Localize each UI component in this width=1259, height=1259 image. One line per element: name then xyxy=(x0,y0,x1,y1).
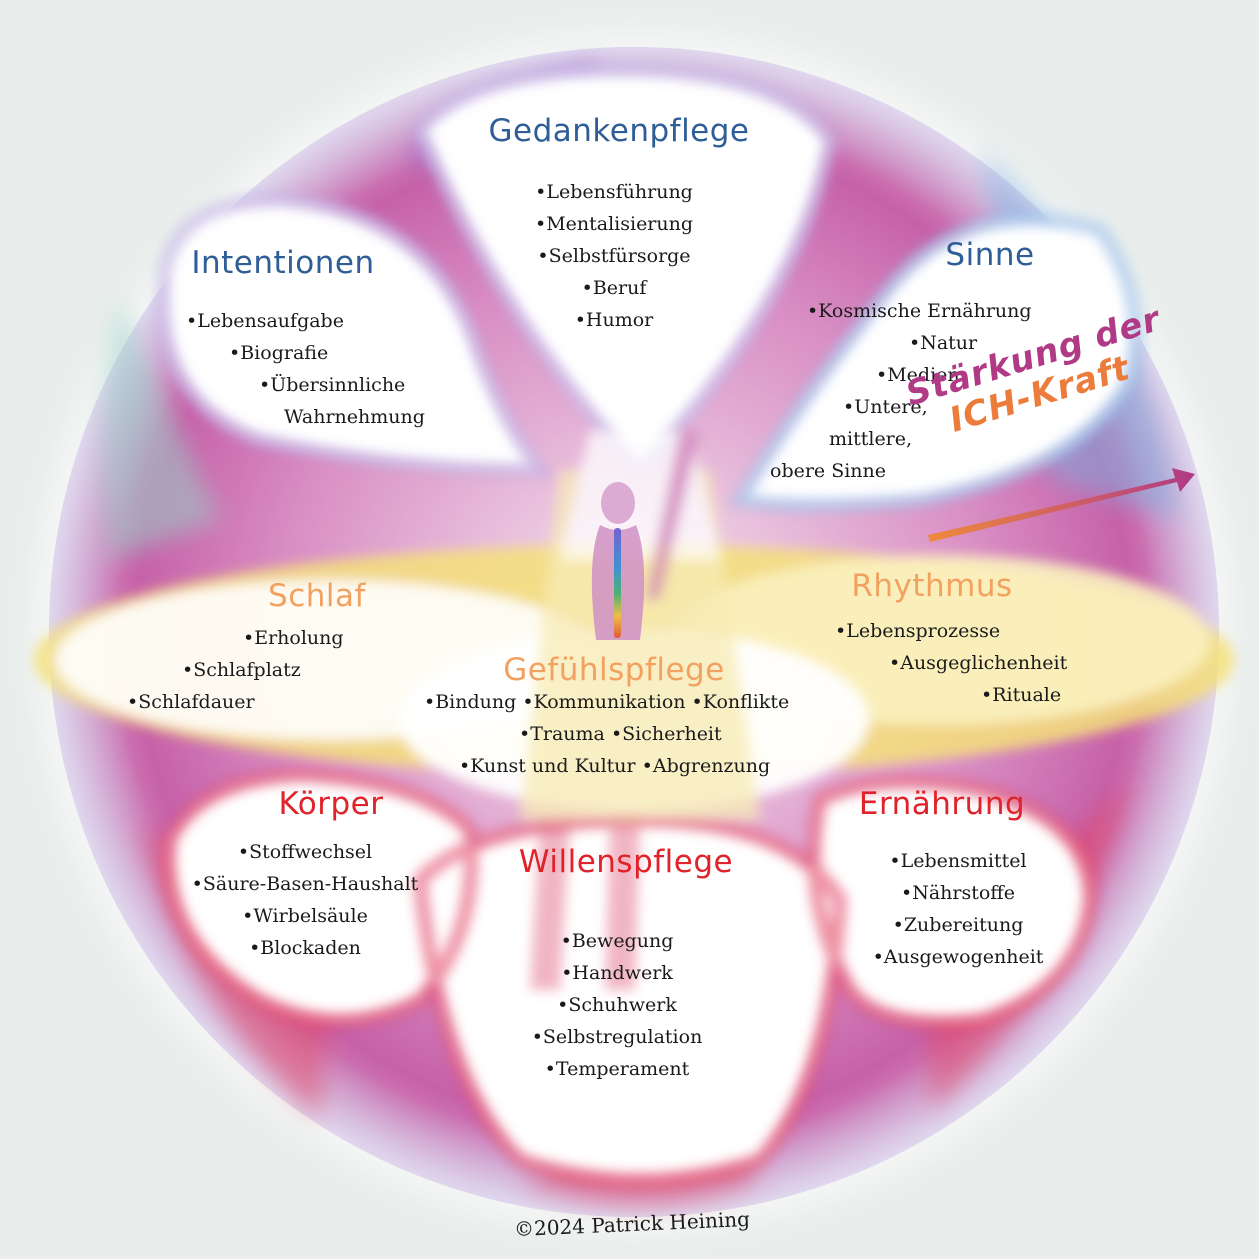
list-willenspflege: Bewegung Handwerk Schuhwerk Selbstregula… xyxy=(532,925,703,1085)
list-item: Temperament xyxy=(532,1053,703,1085)
list-koerper: Stoffwechsel Säure-Basen-Haushalt Wirbel… xyxy=(192,836,419,964)
list-item: mittlere, xyxy=(829,428,913,450)
list-item: Wirbelsäule xyxy=(192,900,419,932)
title-willenspflege: Willenspflege xyxy=(518,844,734,880)
list-item: •Sicherheit xyxy=(610,723,722,745)
list-item: obere Sinne xyxy=(770,460,887,482)
petal-intentionen xyxy=(163,200,540,470)
list-item: Säure-Basen-Haushalt xyxy=(192,868,418,900)
list-item: Medien xyxy=(876,359,959,391)
list-item: Biografie xyxy=(229,337,328,369)
list-item: Bewegung xyxy=(532,925,703,957)
list-item: Selbstfürsorge xyxy=(535,240,693,272)
list-item: Lebensaufgabe xyxy=(186,305,344,337)
list-item: Lebensmittel xyxy=(873,845,1044,877)
list-item: Schlafplatz xyxy=(182,654,301,686)
list-item: •Kunst und Kultur xyxy=(459,755,636,777)
list-item: Rituale xyxy=(981,679,1061,711)
list-item: Übersinnliche xyxy=(259,369,405,401)
list-item: Humor xyxy=(535,304,693,336)
title-ernaehrung: Ernährung xyxy=(858,786,1026,822)
list-item: Lebensprozesse xyxy=(835,615,1000,647)
title-koerper: Körper xyxy=(278,786,384,822)
list-item: Stoffwechsel xyxy=(192,836,419,868)
row-gefuehlspflege-1: •Bindung •Kommunikation •Konflikte xyxy=(424,686,789,718)
list-item: Zubereitung xyxy=(873,909,1044,941)
list-item: Wahrnehmung xyxy=(284,406,425,428)
list-item: Nährstoffe xyxy=(873,877,1044,909)
title-rhythmus: Rhythmus xyxy=(851,568,1013,604)
list-item: Selbstregulation xyxy=(532,1021,702,1053)
row-gefuehlspflege-3: •Kunst und Kultur •Abgrenzung xyxy=(459,750,770,782)
list-item: •Kommunikation xyxy=(522,691,686,713)
title-intentionen: Intentionen xyxy=(191,245,375,281)
list-item: Schlafdauer xyxy=(127,686,254,718)
list-item: Handwerk xyxy=(532,957,703,989)
list-gedankenpflege: Lebensführung Mentalisierung Selbstfürso… xyxy=(535,176,693,336)
title-schlaf: Schlaf xyxy=(268,578,366,614)
list-item: •Abgrenzung xyxy=(641,755,771,777)
list-item: Lebensführung xyxy=(535,176,693,208)
title-gedankenpflege: Gedankenpflege xyxy=(488,113,750,149)
row-gefuehlspflege-2: •Trauma •Sicherheit xyxy=(519,718,722,750)
list-ernaehrung: Lebensmittel Nährstoffe Zubereitung Ausg… xyxy=(873,845,1044,973)
list-item: Mentalisierung xyxy=(535,208,693,240)
list-item: Kosmische Ernährung xyxy=(807,295,1031,327)
list-item: Beruf xyxy=(535,272,693,304)
list-item: Schuhwerk xyxy=(532,989,703,1021)
list-item: •Bindung xyxy=(424,691,517,713)
list-item: Untere, xyxy=(843,391,928,423)
list-item: Erholung xyxy=(243,622,343,654)
list-item: •Konflikte xyxy=(691,691,790,713)
list-item: •Trauma xyxy=(519,723,605,745)
list-item: Natur xyxy=(909,327,977,359)
title-sinne: Sinne xyxy=(945,237,1035,273)
strengthening-arrow-icon xyxy=(928,468,1195,542)
title-gefuehlspflege: Gefühlspflege xyxy=(503,652,725,688)
list-item: Blockaden xyxy=(192,932,419,964)
human-figure-icon xyxy=(591,482,645,640)
list-item: Ausgeglichenheit xyxy=(889,647,1067,679)
list-item: Ausgewogenheit xyxy=(873,941,1044,973)
